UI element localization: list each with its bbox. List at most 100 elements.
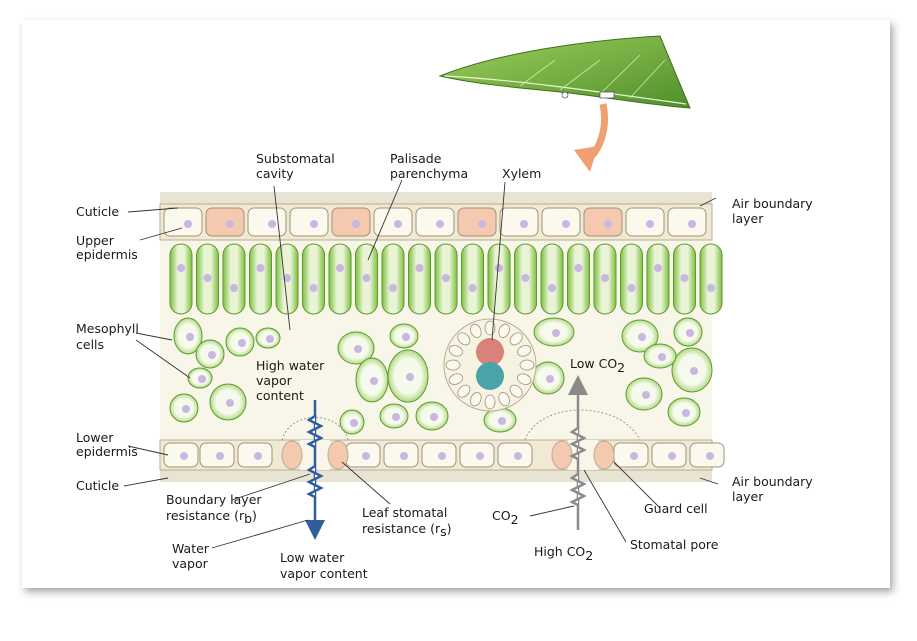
- bundle-sheath-cell: [517, 345, 532, 357]
- nucleus: [208, 351, 216, 359]
- palisade-layer: [169, 243, 723, 315]
- upper-epidermis-cell: [583, 207, 623, 237]
- zoom-arrow: [574, 103, 608, 172]
- palisade-cell: [699, 243, 723, 315]
- nucleus: [668, 452, 676, 460]
- bundle-sheath-cell: [498, 323, 510, 338]
- bundle-sheath-cell: [470, 392, 482, 407]
- label-boundary-resistance-1: Boundary layer: [166, 492, 262, 507]
- label-upper-epidermis-2: epidermis: [76, 247, 138, 262]
- stomatal-resistor-co2: [569, 426, 587, 461]
- nucleus: [310, 220, 318, 228]
- palisade-cell: [487, 243, 511, 315]
- bundle-sheath-cell: [445, 359, 461, 371]
- nucleus: [394, 220, 402, 228]
- nucleus: [182, 405, 190, 413]
- nucleus: [688, 220, 696, 228]
- nucleus: [226, 220, 234, 228]
- nucleus: [350, 419, 358, 427]
- nucleus: [352, 220, 360, 228]
- palisade-cell: [328, 243, 352, 315]
- nucleus: [177, 264, 185, 272]
- nucleus: [642, 391, 650, 399]
- upper-epidermis-cell: [667, 207, 707, 237]
- nucleus: [646, 220, 654, 228]
- upper-epidermis-cell: [289, 207, 329, 237]
- label-lower-epidermis-2: epidermis: [76, 444, 138, 459]
- labels: Cuticle Upper epidermis Mesophyll cells …: [76, 151, 813, 581]
- leader-lines: [123, 179, 719, 549]
- nucleus: [226, 399, 234, 407]
- water-vapor-pathway: [305, 400, 325, 540]
- nucleus: [627, 284, 636, 292]
- air-boundary-top: [160, 192, 712, 204]
- label-mesophyll-2: cells: [76, 337, 104, 352]
- label-low-co2: Low CO2: [570, 356, 625, 375]
- stoma-right: [524, 409, 641, 470]
- nucleus: [389, 284, 397, 292]
- upper-epidermis-cell: [163, 207, 203, 237]
- label-high-water-3: content: [256, 388, 304, 403]
- nucleus: [402, 333, 410, 341]
- stomatal-resistor-water: [306, 414, 324, 449]
- nucleus: [686, 329, 694, 337]
- nucleus: [638, 333, 646, 341]
- nucleus: [682, 409, 690, 417]
- label-low-water-2: vapor content: [280, 566, 368, 581]
- label-air-boundary-bottom-1: Air boundary: [732, 474, 813, 489]
- upper-epidermis-cell: [415, 207, 455, 237]
- nucleus: [406, 373, 414, 381]
- bundle-sheath-cell: [519, 359, 535, 371]
- nucleus: [601, 274, 609, 282]
- label-palisade-2: parenchyma: [390, 166, 468, 181]
- nucleus: [256, 264, 265, 272]
- nucleus: [184, 220, 192, 228]
- nucleus: [283, 274, 291, 282]
- upper-epidermis: [159, 203, 713, 241]
- lower-epidermis: [159, 439, 725, 471]
- nucleus: [552, 329, 560, 337]
- upper-epidermis-cell: [247, 207, 287, 237]
- bundle-sheath-cell: [457, 332, 471, 346]
- nucleus: [186, 333, 194, 341]
- label-cuticle-top: Cuticle: [76, 204, 119, 219]
- nucleus: [690, 367, 698, 375]
- nucleus: [630, 452, 638, 460]
- label-stomatal-resistance-1: Leaf stomatal: [362, 505, 447, 520]
- nucleus: [658, 353, 666, 361]
- palisade-cell: [381, 243, 405, 315]
- label-upper-epidermis-1: Upper: [76, 233, 115, 248]
- nucleus: [362, 452, 370, 460]
- label-substomatal-2: cavity: [256, 166, 294, 181]
- bundle-sheath-cell: [470, 323, 482, 338]
- palisade-cell: [408, 243, 431, 315]
- nucleus: [706, 452, 714, 460]
- palisade-cell: [620, 243, 643, 315]
- upper-epidermis-cell: [373, 207, 413, 237]
- nucleus: [548, 284, 556, 292]
- label-water-vapor-1: Water: [172, 541, 210, 556]
- nucleus: [230, 284, 238, 292]
- nucleus: [400, 452, 408, 460]
- label-air-boundary-top-1: Air boundary: [732, 196, 813, 211]
- label-water-vapor-2: vapor: [172, 556, 209, 571]
- nucleus: [520, 220, 528, 228]
- nucleus: [354, 345, 362, 353]
- nucleus: [415, 264, 424, 272]
- label-cuticle-bottom: Cuticle: [76, 478, 119, 493]
- nucleus: [266, 335, 274, 343]
- nucleus: [203, 274, 212, 282]
- boundary-resistor-co2: [569, 472, 587, 507]
- bundle-sheath-cell: [457, 384, 471, 398]
- palisade-cell: [249, 243, 272, 315]
- label-palisade-1: Palisade: [390, 151, 442, 166]
- palisade-cell: [540, 243, 564, 315]
- nucleus: [574, 264, 583, 272]
- nucleus: [238, 339, 246, 347]
- bundle-sheath-cell: [509, 332, 523, 346]
- palisade-cell: [646, 243, 670, 315]
- label-air-boundary-top-2: layer: [732, 211, 764, 226]
- nucleus: [180, 452, 188, 460]
